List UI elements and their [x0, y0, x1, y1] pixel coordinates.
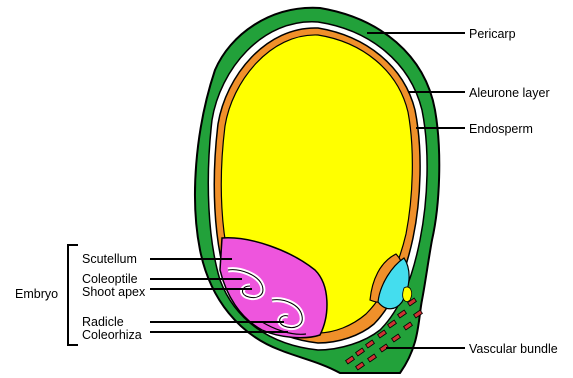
shoot-apex-label: Shoot apex: [82, 285, 146, 299]
placental-patch: [403, 287, 412, 302]
coleorhiza-label: Coleorhiza: [82, 328, 142, 342]
pericarp-label: Pericarp: [469, 27, 516, 41]
aleurone-label: Aleurone layer: [469, 86, 550, 100]
embryo-bracket: [68, 245, 78, 345]
coleoptile-label: Coleoptile: [82, 272, 138, 286]
endosperm-label: Endosperm: [469, 122, 533, 136]
embryo-label: Embryo: [15, 287, 58, 301]
vascular-bundle-label: Vascular bundle: [469, 342, 558, 356]
radicle-label: Radicle: [82, 315, 124, 329]
scutellum-label: Scutellum: [82, 252, 137, 266]
